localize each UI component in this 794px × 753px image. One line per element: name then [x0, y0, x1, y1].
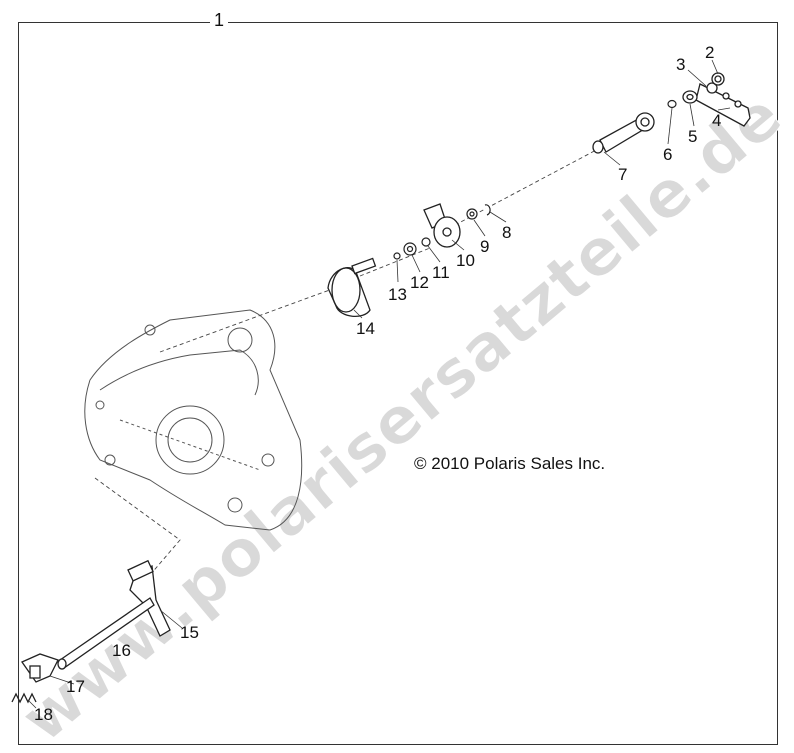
callout-14: 14 — [356, 319, 375, 338]
spring-part — [11, 692, 37, 704]
bushing-part — [667, 99, 677, 109]
shift-fork-part — [57, 559, 171, 670]
shift-drum-part — [327, 257, 377, 317]
callout-labels: 2 3 4 5 6 7 8 9 10 11 12 13 14 15 16 17 … — [34, 43, 721, 724]
washer-part — [682, 90, 698, 104]
leader-lines — [27, 59, 731, 709]
shift-shaft-part — [592, 112, 655, 154]
callout-5: 5 — [688, 127, 697, 146]
callout-2: 2 — [705, 43, 714, 62]
callout-10: 10 — [456, 251, 475, 270]
clip-part — [466, 204, 491, 220]
callout-4: 4 — [712, 111, 721, 130]
callout-9: 9 — [480, 237, 489, 256]
assembly-axis — [94, 147, 601, 576]
shift-plate-part — [695, 72, 751, 127]
assembly-number: 1 — [210, 10, 229, 31]
copyright-text: © 2010 Polaris Sales Inc. — [414, 454, 606, 473]
callout-8: 8 — [502, 223, 511, 242]
callout-13: 13 — [388, 285, 407, 304]
callout-16: 16 — [112, 641, 131, 660]
callout-18: 18 — [34, 705, 53, 724]
callout-15: 15 — [180, 623, 199, 642]
index-lever-part — [423, 203, 461, 248]
diagram-frame — [18, 22, 778, 745]
washer-stack-part — [393, 237, 431, 260]
callout-6: 6 — [663, 145, 672, 164]
callout-12: 12 — [410, 273, 429, 292]
lower-fork-part — [21, 653, 59, 683]
callout-11: 11 — [432, 263, 450, 282]
engine-case-part — [84, 309, 303, 531]
callout-3: 3 — [676, 55, 685, 74]
callout-17: 17 — [66, 677, 85, 696]
callout-7: 7 — [618, 165, 627, 184]
